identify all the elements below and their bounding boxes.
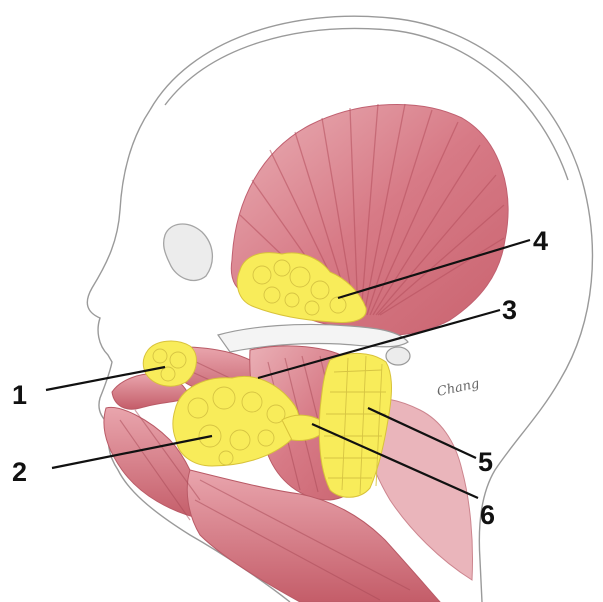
- label-3: 3: [502, 295, 517, 325]
- buccal-fat-pad-upper: [143, 341, 196, 386]
- ear-canal: [386, 347, 410, 365]
- label-4: 4: [533, 226, 548, 256]
- label-5: 5: [478, 447, 493, 477]
- artist-signature: Chang: [436, 376, 481, 400]
- label-1: 1: [12, 380, 27, 410]
- eye-socket: [164, 224, 213, 280]
- label-2: 2: [12, 457, 27, 487]
- label-6: 6: [480, 500, 495, 530]
